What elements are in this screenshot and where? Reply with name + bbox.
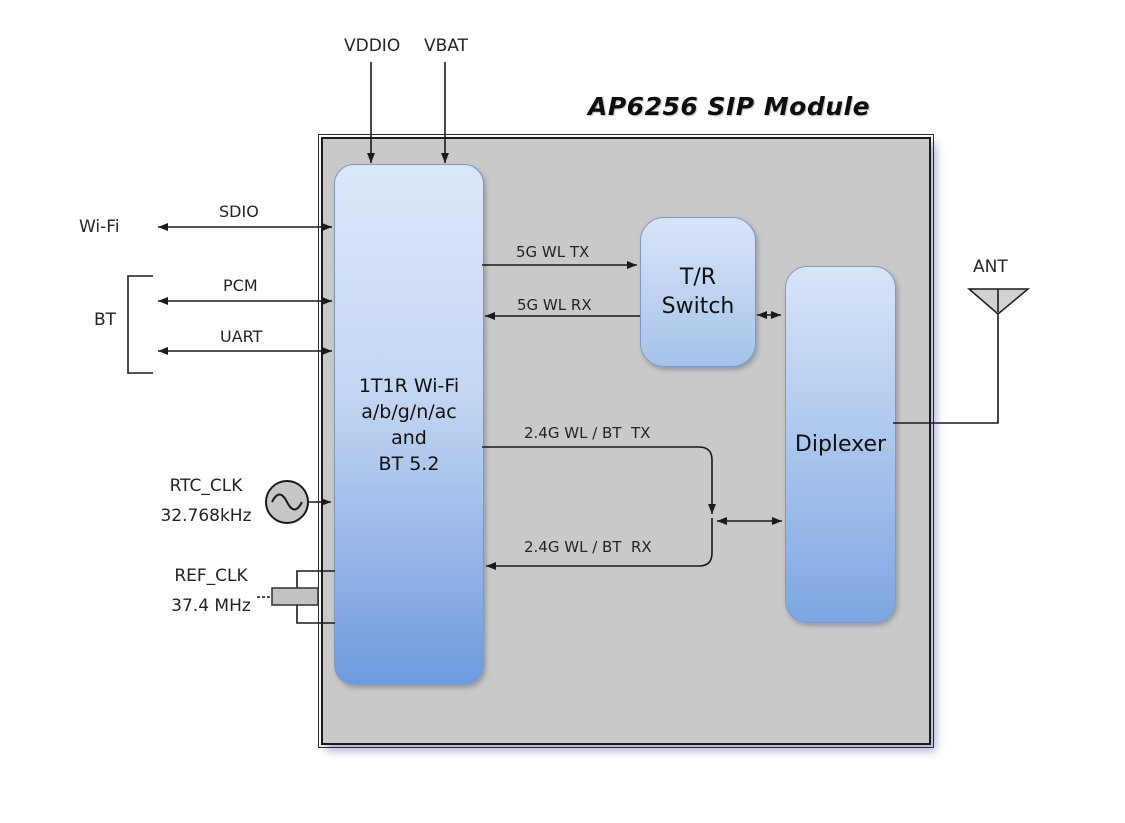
tx-24g-label: 2.4G WL / BT TX: [524, 424, 651, 442]
tr-switch-block: T/R Switch: [640, 217, 756, 367]
bt-label: BT: [94, 310, 117, 330]
tx-5g-label: 5G WL TX: [516, 243, 590, 261]
pcm-label: PCM: [223, 276, 258, 295]
rx-5g-label: 5G WL RX: [517, 296, 592, 314]
vbat-label: VBAT: [424, 36, 468, 56]
antenna-icon: [966, 288, 1031, 315]
wifi-label: Wi-Fi: [79, 217, 120, 237]
rtc-oscillator-icon: [265, 480, 309, 524]
ref-clk-label: REF_CLK 37.4 MHz: [171, 566, 251, 616]
rtc-clk-label: RTC_CLK 32.768kHz: [160, 476, 252, 526]
ant-label: ANT: [973, 257, 1008, 277]
sdio-label: SDIO: [219, 202, 259, 221]
uart-label: UART: [220, 327, 263, 346]
vddio-label: VDDIO: [344, 36, 401, 56]
diagram-title: AP6256 SIP Module: [588, 92, 871, 121]
wifi-bt-combo-block: 1T1R Wi-Fi a/b/g/n/ac and BT 5.2: [334, 164, 484, 685]
bt-bracket: [127, 275, 153, 374]
diplexer-block: Diplexer: [785, 266, 896, 623]
rx-24g-label: 2.4G WL / BT RX: [524, 538, 652, 556]
